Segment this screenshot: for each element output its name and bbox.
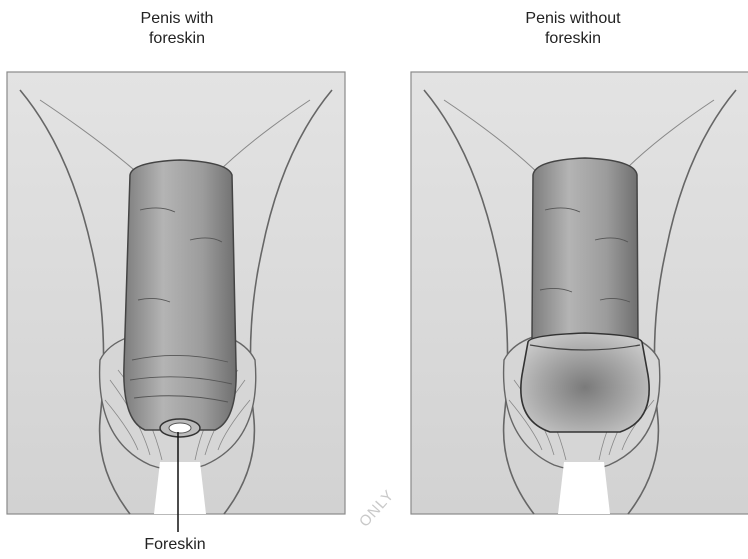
left-panel xyxy=(7,72,345,532)
foreskin-opening-inner xyxy=(169,423,191,433)
penis-shaft-with-foreskin xyxy=(124,160,236,430)
foreskin-label: Foreskin xyxy=(125,535,225,555)
leg-gap xyxy=(154,462,206,514)
right-panel xyxy=(411,72,748,514)
glans xyxy=(521,333,649,432)
leg-gap xyxy=(558,462,610,514)
penis-shaft-circumcised xyxy=(532,158,638,340)
